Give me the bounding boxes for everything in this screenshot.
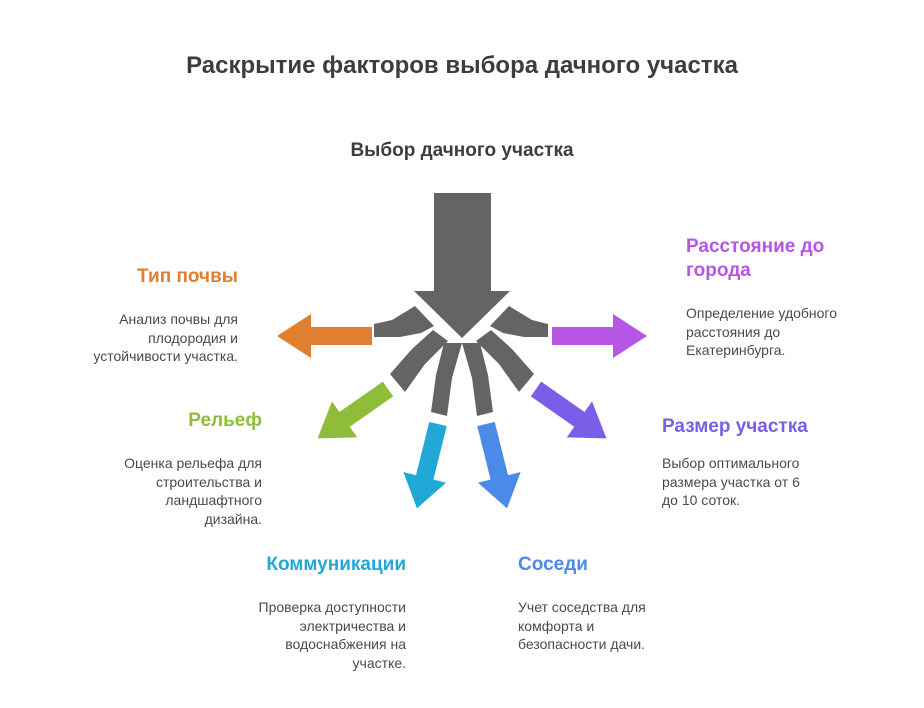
relief-desc-line: ландшафтного [165,492,262,508]
branch-right [490,306,548,337]
distance-title-line: Расстояние до [686,236,825,257]
communications-desc-line: водоснабжения на [285,636,406,652]
neighbors-title: Соседи [518,554,588,575]
size-description: Выбор оптимального размера участка от 6 … [662,454,882,510]
relief-description: Оценка рельефа для строительства и ландш… [62,454,262,528]
soil-desc-line: устойчивости участка. [93,348,238,364]
communications-desc-line: Проверка доступности [258,599,406,615]
neighbors-desc-line: Учет соседства для [518,599,646,615]
soil-arrow [277,314,372,358]
size-desc-line: размера участка от 6 [662,473,800,490]
factor-soil: Тип почвы Анализ почвы для плодородия и … [38,265,238,366]
branch-left [374,306,434,337]
page-title: Раскрытие факторов выбора дачного участк… [186,52,738,79]
soil-description: Анализ почвы для плодородия и устойчивос… [38,310,238,366]
size-title: Размер участка [662,416,808,437]
relief-desc-line: Оценка рельефа для [124,455,262,471]
distance-desc-line: Екатеринбурга. [686,342,786,358]
soil-desc-line: Анализ почвы для [119,311,238,327]
communications-arrow [403,421,447,509]
neighbors-arrow [477,421,521,509]
communications-description: Проверка доступности электричества и вод… [186,598,406,672]
central-arrow [414,193,510,338]
factor-distance: Расстояние до города Определение удобног… [686,235,906,360]
branch-center-left [431,343,462,416]
communications-title: Коммуникации [266,554,406,575]
branch-center-right [462,343,493,416]
size-desc-line: до 10 соток. [662,492,740,508]
neighbors-description: Учет соседства для комфорта и безопаснос… [518,598,738,654]
central-branches [374,306,548,416]
distance-title-line: города [686,260,751,281]
soil-title: Тип почвы [137,266,238,287]
relief-desc-line: дизайна. [204,510,262,527]
soil-desc-line: плодородия и [148,329,238,346]
size-desc-line: Выбор оптимального [662,455,800,471]
communications-desc-line: участке. [352,654,406,671]
factor-neighbors: Соседи Учет соседства для комфорта и без… [518,553,738,654]
factor-communications: Коммуникации Проверка доступности электр… [186,553,406,672]
branch-lower-right [476,330,534,392]
distance-arrow [552,314,647,358]
factor-size: Размер участка Выбор оптимального размер… [662,415,882,510]
distance-desc-line: Определение удобного [686,305,838,321]
relief-desc-line: строительства и [155,473,262,490]
size-arrow [530,381,607,439]
factor-relief: Рельеф Оценка рельефа для строительства … [62,409,262,528]
relief-title: Рельеф [188,410,262,431]
distance-description: Определение удобного расстояния до Екате… [686,304,906,360]
distance-desc-line: расстояния до [686,323,781,340]
branch-lower-left [390,330,448,392]
neighbors-desc-line: безопасности дачи. [518,636,646,652]
center-label: Выбор дачного участка [350,140,574,161]
neighbors-desc-line: комфорта и [518,617,595,634]
communications-desc-line: электричества и [299,617,406,634]
distance-title: Расстояние до города [686,235,906,283]
relief-arrow [317,381,394,439]
